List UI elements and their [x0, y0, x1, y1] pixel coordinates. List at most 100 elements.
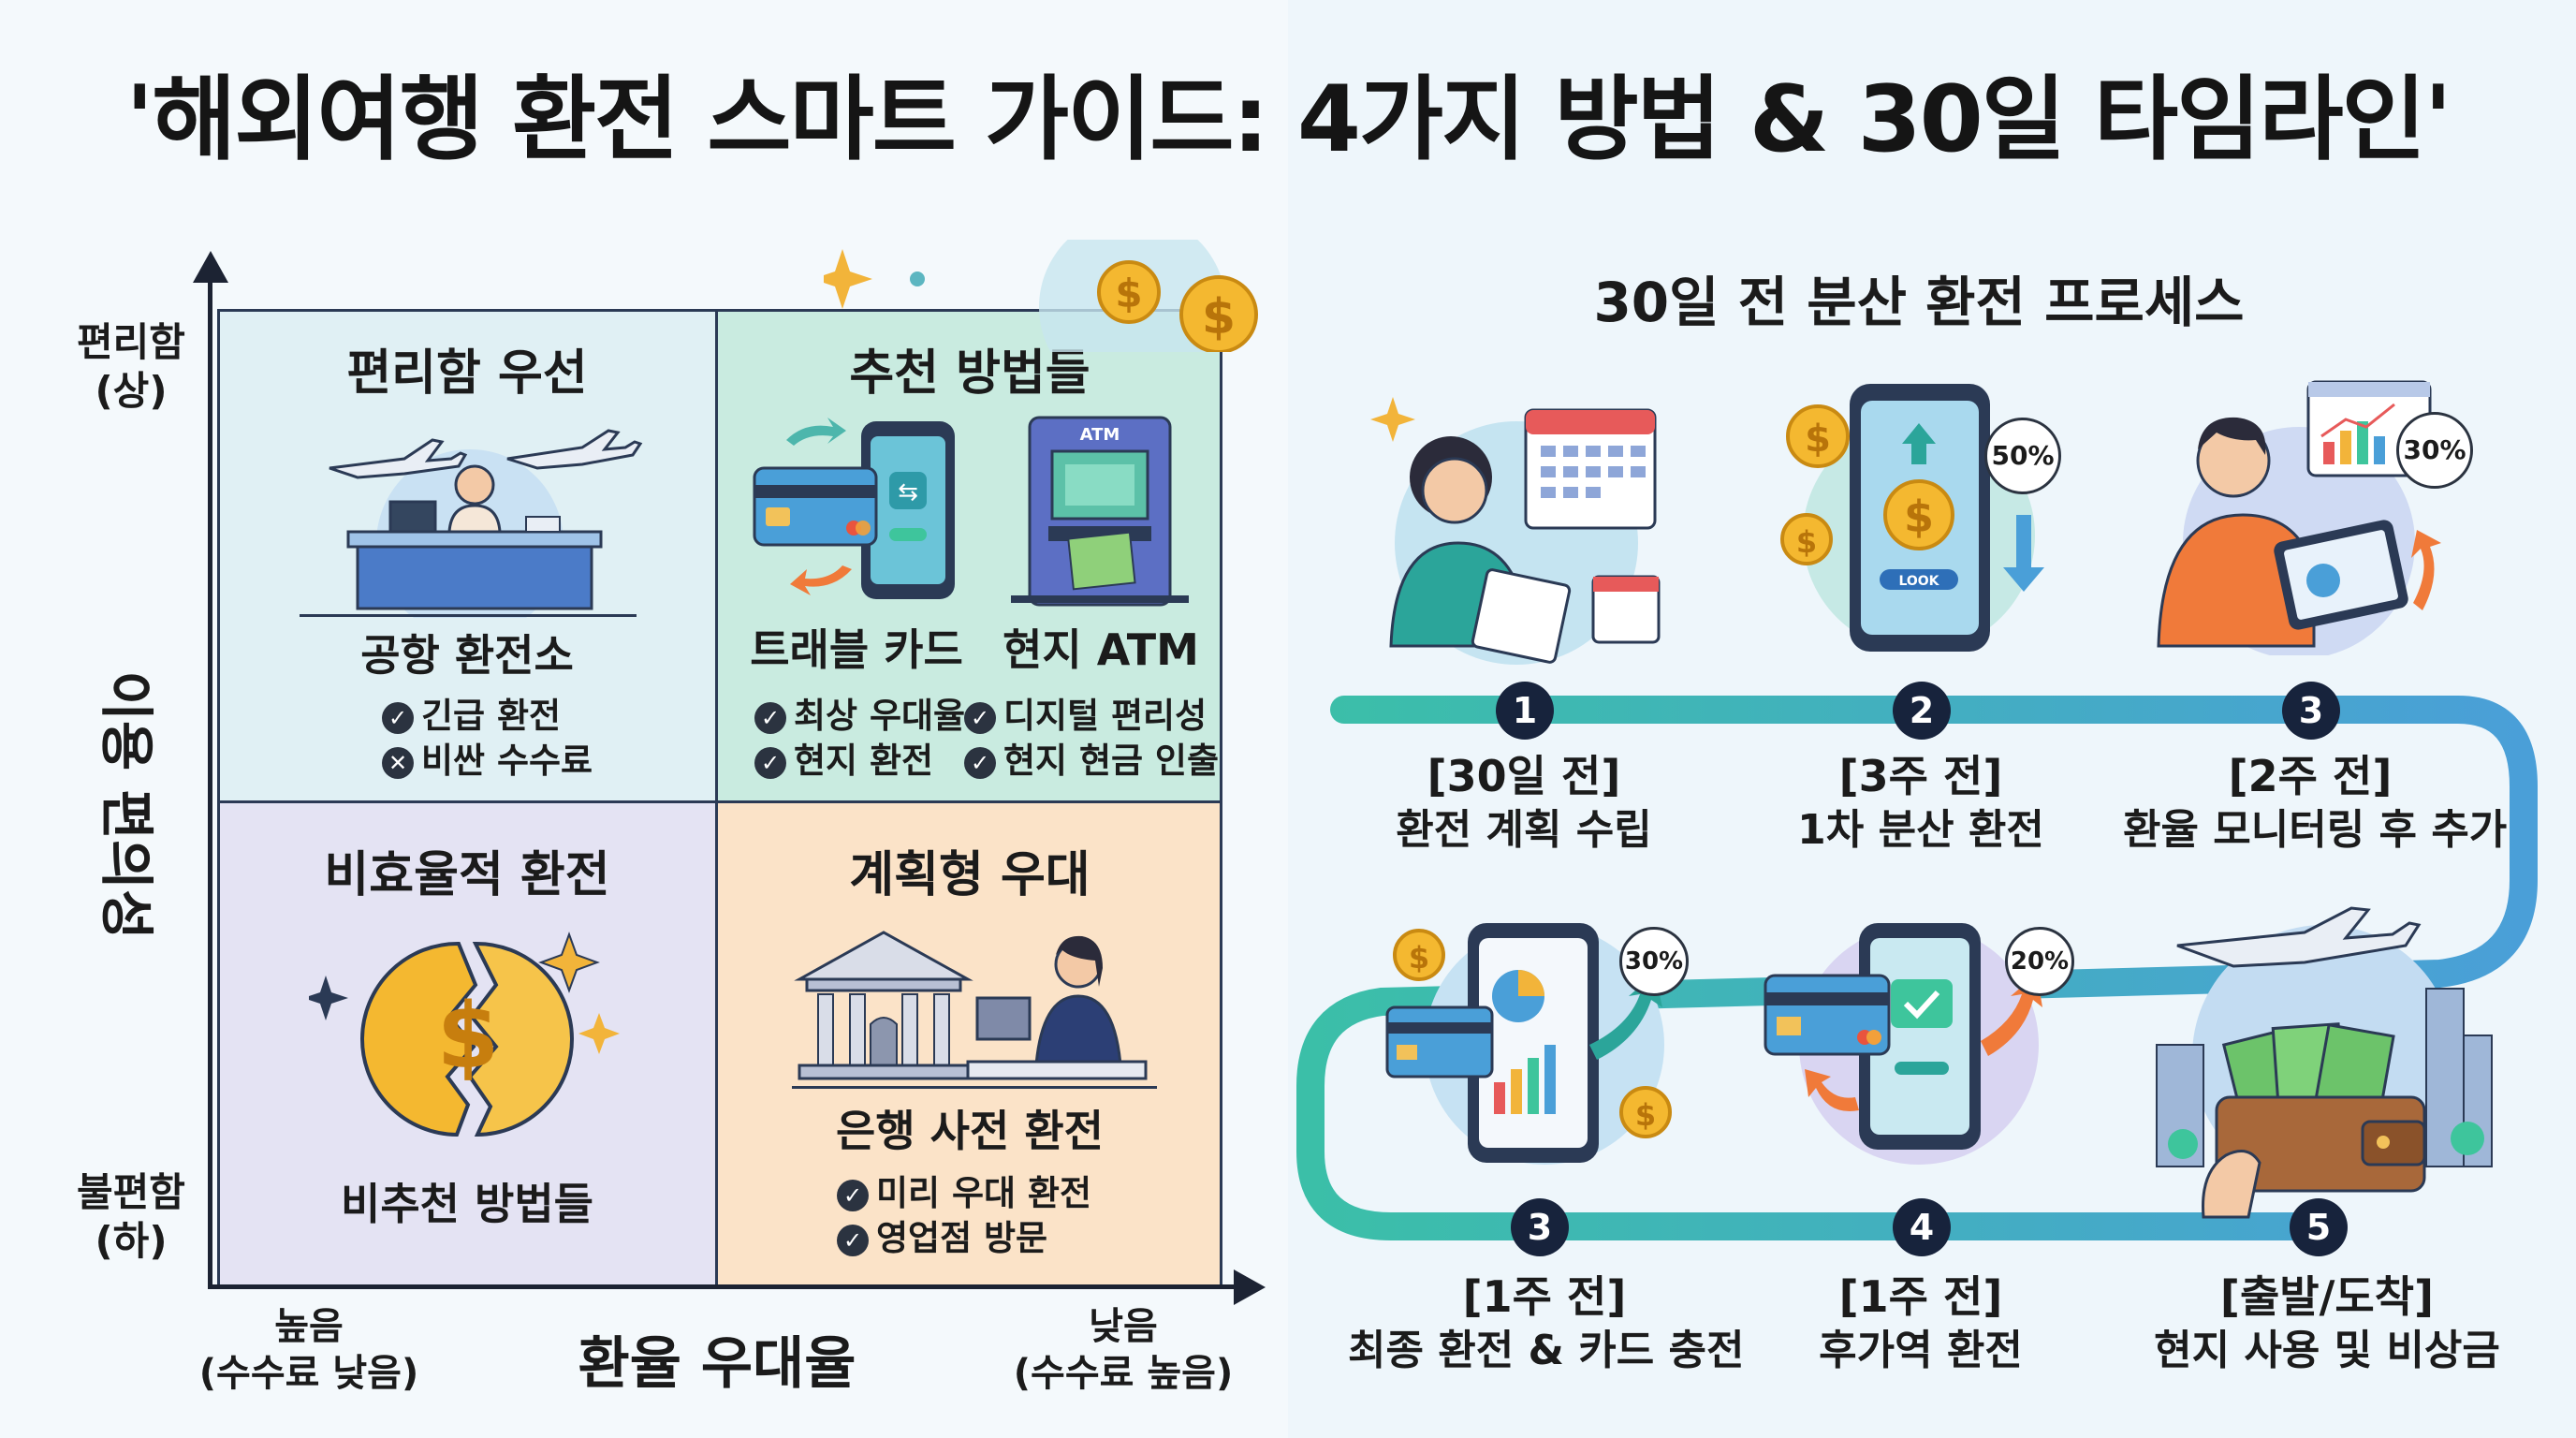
svg-text:$: $ — [437, 984, 500, 1089]
step-4-when: [1주 전] — [1462, 1271, 1627, 1322]
credit-card-icon — [1385, 1005, 1494, 1078]
bank-floor-line — [792, 1086, 1157, 1089]
step-3-desc: 환율 모니터링 후 추가 — [2123, 806, 2508, 854]
step-5-reverse-exchange-illustration — [1764, 923, 2042, 1165]
dollar-coin-icon: $ — [1883, 479, 1954, 550]
y-axis-title: 이용 편의성 — [95, 670, 158, 940]
step-2-desc: 1차 분산 환전 — [1797, 806, 2044, 854]
x-axis-right-label: 낮음 (수수료 높음) — [1013, 1305, 1234, 1395]
arrow-icon — [2411, 530, 2441, 610]
bullet-list-item: ✕비싼 수수료 — [382, 732, 593, 783]
step-6-when: [출발/도착] — [2219, 1271, 2435, 1322]
tree-icon — [2451, 1122, 2484, 1155]
arrow-icon — [790, 565, 852, 595]
hand-icon — [2202, 1150, 2261, 1219]
quadrant-bottom-left-heading: 비효율적 환전 — [324, 847, 610, 903]
airport-counter-illustration — [329, 429, 643, 618]
step-4-final-exchange-illustration: $ $ — [1385, 923, 1672, 1165]
matrix-divider-vertical — [715, 309, 718, 1288]
step-4-number: 3 — [1511, 1198, 1569, 1256]
sparkle-icon — [309, 976, 348, 1020]
svg-text:$: $ — [1635, 1097, 1656, 1133]
step-2-percent-badge: 50% — [1984, 418, 2061, 494]
person-avatar — [1421, 457, 1488, 524]
sparkle-icon — [824, 249, 872, 309]
svg-text:$: $ — [1202, 289, 1236, 345]
step-5-desc: 후가역 환전 — [1819, 1327, 2023, 1374]
step-6-departure-illustration — [2156, 906, 2493, 1219]
bank-building-icon — [794, 931, 973, 1080]
svg-text:LOOK: LOOK — [1898, 574, 1939, 589]
counter-floor-line — [300, 614, 637, 617]
arrow-icon — [1981, 974, 2042, 1056]
check-icon: ✓ — [837, 1179, 869, 1211]
check-icon: ✓ — [754, 701, 786, 734]
arrow-up-icon — [1902, 423, 1936, 464]
bullet-list-item: ✓디지털 편리성 — [964, 687, 1207, 738]
arrow-icon — [1805, 1069, 1859, 1111]
arrow-down-icon — [2003, 515, 2044, 592]
x-axis-title: 환율 우대율 — [578, 1331, 856, 1397]
step-5-percent-badge: 20% — [2005, 927, 2074, 996]
arrow-icon — [786, 418, 846, 446]
chat-check-icon — [1891, 979, 1953, 1028]
quadrant-bottom-right-heading: 계획형 우대 — [849, 847, 1090, 903]
svg-text:⇆: ⇆ — [898, 478, 918, 506]
step-6-desc: 현지 사용 및 비상금 — [2154, 1327, 2500, 1374]
airplane-icon — [329, 438, 468, 479]
sparkle-icon — [1370, 397, 1415, 442]
bullet-list-item: ✓현지 환전 — [754, 732, 933, 783]
tablet-icon — [2274, 520, 2408, 630]
cross-icon: ✕ — [382, 746, 414, 779]
step-5-number: 4 — [1893, 1198, 1951, 1256]
check-icon: ✓ — [964, 746, 996, 779]
wallet-icon — [2215, 1095, 2426, 1193]
method-local-atm: 현지 ATM — [1003, 624, 1199, 675]
x-axis-line — [208, 1284, 1237, 1289]
step-6-number: 5 — [2290, 1198, 2348, 1256]
bullet-list-item: ✓영업점 방문 — [837, 1210, 1047, 1260]
coins-decoration: $ $ — [824, 240, 1258, 352]
step-1-number: 1 — [1496, 682, 1554, 740]
method-not-recommended: 비추천 방법들 — [341, 1179, 593, 1229]
dollar-coin-icon: $ — [1179, 275, 1258, 352]
swap-icon — [889, 472, 927, 509]
y-axis-arrow — [193, 251, 228, 283]
monitor-icon — [975, 996, 1032, 1041]
step-4-desc: 최종 환전 & 카드 충전 — [1348, 1327, 1745, 1374]
step-1-planning-illustration — [1370, 397, 1661, 665]
cash-icon — [1067, 531, 1136, 591]
dollar-coin-icon: $ — [1393, 929, 1445, 981]
credit-card-icon — [1764, 974, 1891, 1056]
step-2-exchange-illustration: $ $ $ LOOK — [1780, 384, 2044, 652]
dollar-coin-icon: $ — [1780, 513, 1833, 565]
x-axis-arrow — [1234, 1269, 1266, 1305]
matrix-divider-horizontal — [217, 800, 1222, 803]
quadrant-bottom-right — [717, 802, 1222, 1288]
step-3-percent-badge: 30% — [2396, 412, 2473, 489]
broken-coin-illustration: $ — [309, 932, 620, 1137]
step-3-when: [2주 전] — [2228, 751, 2393, 801]
quadrant-top-left-heading: 편리함 우선 — [346, 345, 588, 402]
y-axis-line — [208, 277, 212, 1288]
atm-illustration: ATM — [1011, 416, 1189, 607]
credit-card-icon — [753, 466, 878, 547]
dot-icon — [910, 271, 925, 286]
page-title: '해외여행 환전 스마트 가이드: 4가지 방법 & 30일 타임라인' — [125, 66, 2452, 173]
bullet-list-item: ✓최상 우대율 — [754, 687, 965, 738]
method-airport-exchange: 공항 환전소 — [360, 630, 574, 681]
dollar-coin-icon: $ — [1786, 404, 1850, 468]
airplane-icon — [2176, 906, 2422, 968]
svg-text:$: $ — [1796, 524, 1817, 560]
quadrant-top-right-heading: 추천 방법들 — [849, 345, 1090, 402]
broken-dollar-coin-icon: $ — [360, 941, 574, 1137]
method-travel-card: 트래블 카드 — [750, 624, 963, 675]
sparkle-icon — [578, 1013, 620, 1054]
step-2-when: [3주 전] — [1838, 751, 2003, 801]
sparkle-icon — [538, 932, 600, 993]
clerk-avatar — [454, 464, 495, 506]
bank-illustration — [794, 931, 1148, 1080]
step-2-number: 2 — [1893, 682, 1951, 740]
svg-text:$: $ — [1409, 940, 1429, 976]
svg-text:$: $ — [1904, 492, 1934, 542]
